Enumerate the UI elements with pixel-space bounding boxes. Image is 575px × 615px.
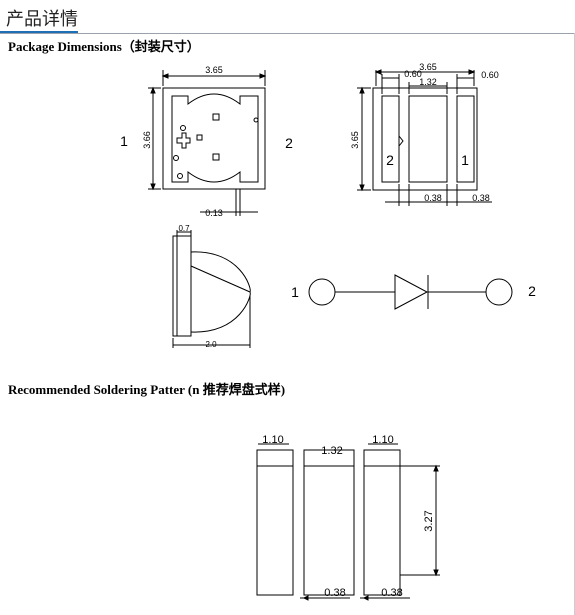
bottom-notch: [398, 135, 404, 147]
page-title: 产品详情: [6, 9, 78, 30]
bottom-pin-right-label: 1: [461, 152, 469, 168]
soldering-pattern: [256, 443, 440, 601]
top-offset-label: 0.13: [205, 208, 223, 218]
dim-arrow: [433, 464, 439, 577]
bottom-height-label: 3.65: [350, 131, 360, 149]
top-view: [148, 70, 267, 216]
solder-left-width-label: 1.10: [262, 434, 283, 446]
dim-arrow: [359, 86, 365, 192]
top-view-hole: [180, 125, 186, 131]
top-view-dot: [212, 113, 220, 121]
bottom-center-label: 1.32: [419, 77, 437, 87]
page-header: 产品详情: [0, 0, 575, 36]
bottom-pad-right-label: 0.60: [481, 70, 499, 80]
schematic-pin-right-label: 2: [528, 283, 536, 299]
diode-symbol: [394, 274, 429, 310]
title-underline: [0, 31, 78, 33]
side-top-width-label: 0.7: [178, 224, 190, 233]
bottom-view-body: [372, 87, 478, 191]
schematic-pin-left-label: 1: [291, 284, 299, 300]
dim-arrow: [161, 73, 267, 79]
top-view-body: [162, 87, 266, 190]
solder-pad-right: [363, 449, 401, 596]
side-view-lens-line: [190, 265, 251, 293]
polarity-cross-mark: [176, 132, 191, 149]
top-view-hole: [173, 155, 179, 161]
top-pin-left-label: 1: [120, 133, 128, 149]
solder-center-width-label: 1.32: [321, 445, 342, 457]
dim-arrow: [150, 86, 156, 191]
top-view-hole: [177, 173, 183, 179]
top-view-hole: [253, 117, 259, 123]
bottom-pad-center: [408, 95, 448, 183]
dim-arrow: [374, 69, 476, 75]
bottom-pad-right: [456, 95, 475, 183]
diode-schematic: [308, 274, 513, 310]
soldering-pattern-title: Recommended Soldering Patter (n 推荐焊盘式样): [8, 382, 286, 397]
bottom-gap-left-label: 0.38: [424, 193, 442, 203]
top-width-label: 3.65: [205, 65, 223, 75]
schematic-pin-right: [485, 278, 513, 306]
header-divider: [0, 33, 575, 34]
bottom-view: [357, 69, 492, 206]
bottom-width-label: 3.65: [419, 62, 437, 72]
dim-arrow: [302, 595, 369, 601]
top-height-label: 3.66: [142, 131, 152, 149]
solder-right-width-label: 1.10: [372, 434, 393, 446]
top-pin-right-label: 2: [285, 135, 293, 151]
top-view-dot: [196, 134, 203, 141]
side-bottom-width-label: 2.0: [205, 340, 217, 349]
bottom-gap-right-label: 0.38: [472, 193, 490, 203]
solder-pad-left: [256, 449, 294, 596]
bottom-pad-left-label: 0.60: [404, 69, 422, 79]
package-dimensions-title: Package Dimensions（封装尺寸）: [8, 39, 200, 54]
schematic-pin-left: [308, 278, 336, 306]
side-view: [172, 230, 251, 348]
side-view-lens: [190, 251, 251, 333]
solder-gap-left-label: 0.38: [324, 587, 345, 599]
bottom-pin-left-label: 2: [386, 152, 394, 168]
solder-height-label: 3.27: [423, 510, 435, 531]
solder-gap-right-label: 0.38: [381, 587, 402, 599]
side-view-base: [172, 235, 192, 337]
top-view-dot: [212, 153, 220, 161]
bottom-pad-left: [381, 95, 400, 183]
solder-pad-center: [303, 449, 355, 596]
top-view-pad-outline: [171, 93, 259, 183]
